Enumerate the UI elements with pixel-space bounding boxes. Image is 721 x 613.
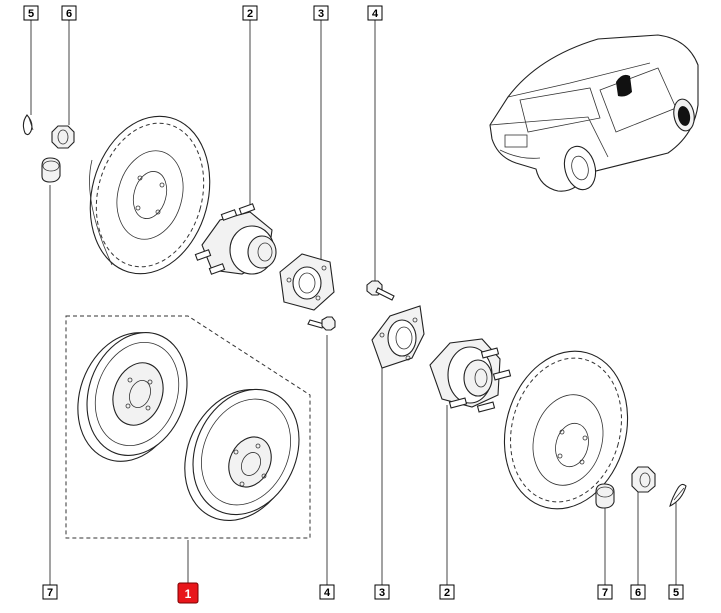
cap-top xyxy=(41,157,61,183)
callout-label-4-bottom: 4 xyxy=(319,584,335,600)
svg-text:5: 5 xyxy=(28,8,34,20)
svg-text:7: 7 xyxy=(47,587,53,599)
callout-label-4-top: 4 xyxy=(367,5,383,21)
leader-lines xyxy=(30,20,677,585)
callout-label-1-highlight: 1 xyxy=(177,582,199,604)
callout-label-5-bottom: 5 xyxy=(668,584,684,600)
svg-text:4: 4 xyxy=(372,8,379,20)
callout-label-3-bottom: 3 xyxy=(374,584,390,600)
nut-top xyxy=(51,125,75,149)
bolt-top xyxy=(366,280,395,301)
callout-label-2-bottom: 2 xyxy=(439,584,455,600)
svg-text:1: 1 xyxy=(185,587,192,601)
kit-box xyxy=(65,315,311,539)
callout-label-7-left: 7 xyxy=(42,584,58,600)
bearing-plate-lower xyxy=(371,305,425,369)
bearing-plate-top xyxy=(279,253,335,311)
kit-disc-right xyxy=(184,388,300,521)
callout-label-5-top: 5 xyxy=(23,5,39,21)
vehicle-illustration xyxy=(489,34,699,192)
brake-disc-lower xyxy=(503,350,629,510)
callout-label-6-top: 6 xyxy=(61,5,77,21)
cotter-pin-lower xyxy=(669,483,687,508)
svg-text:2: 2 xyxy=(444,587,450,599)
callout-label-2-top: 2 xyxy=(242,5,258,21)
svg-text:4: 4 xyxy=(324,587,331,599)
callout-label-6-bottom: 6 xyxy=(630,584,646,600)
brake-disc-top xyxy=(89,115,211,275)
bolt-lower xyxy=(307,316,336,331)
nut-lower xyxy=(631,466,656,493)
cotter-pin-top xyxy=(22,114,34,136)
callout-label-3-top: 3 xyxy=(313,5,329,21)
svg-text:5: 5 xyxy=(673,587,679,599)
hub-top xyxy=(194,203,277,275)
hub-lower xyxy=(429,338,512,413)
kit-disc-left xyxy=(77,332,188,462)
svg-text:3: 3 xyxy=(379,587,385,599)
cap-lower xyxy=(595,483,615,509)
svg-text:3: 3 xyxy=(318,8,324,20)
callout-label-7-bottom: 7 xyxy=(597,584,613,600)
svg-text:6: 6 xyxy=(66,8,72,20)
svg-text:2: 2 xyxy=(247,8,253,20)
svg-text:7: 7 xyxy=(602,587,608,599)
svg-text:6: 6 xyxy=(635,587,641,599)
